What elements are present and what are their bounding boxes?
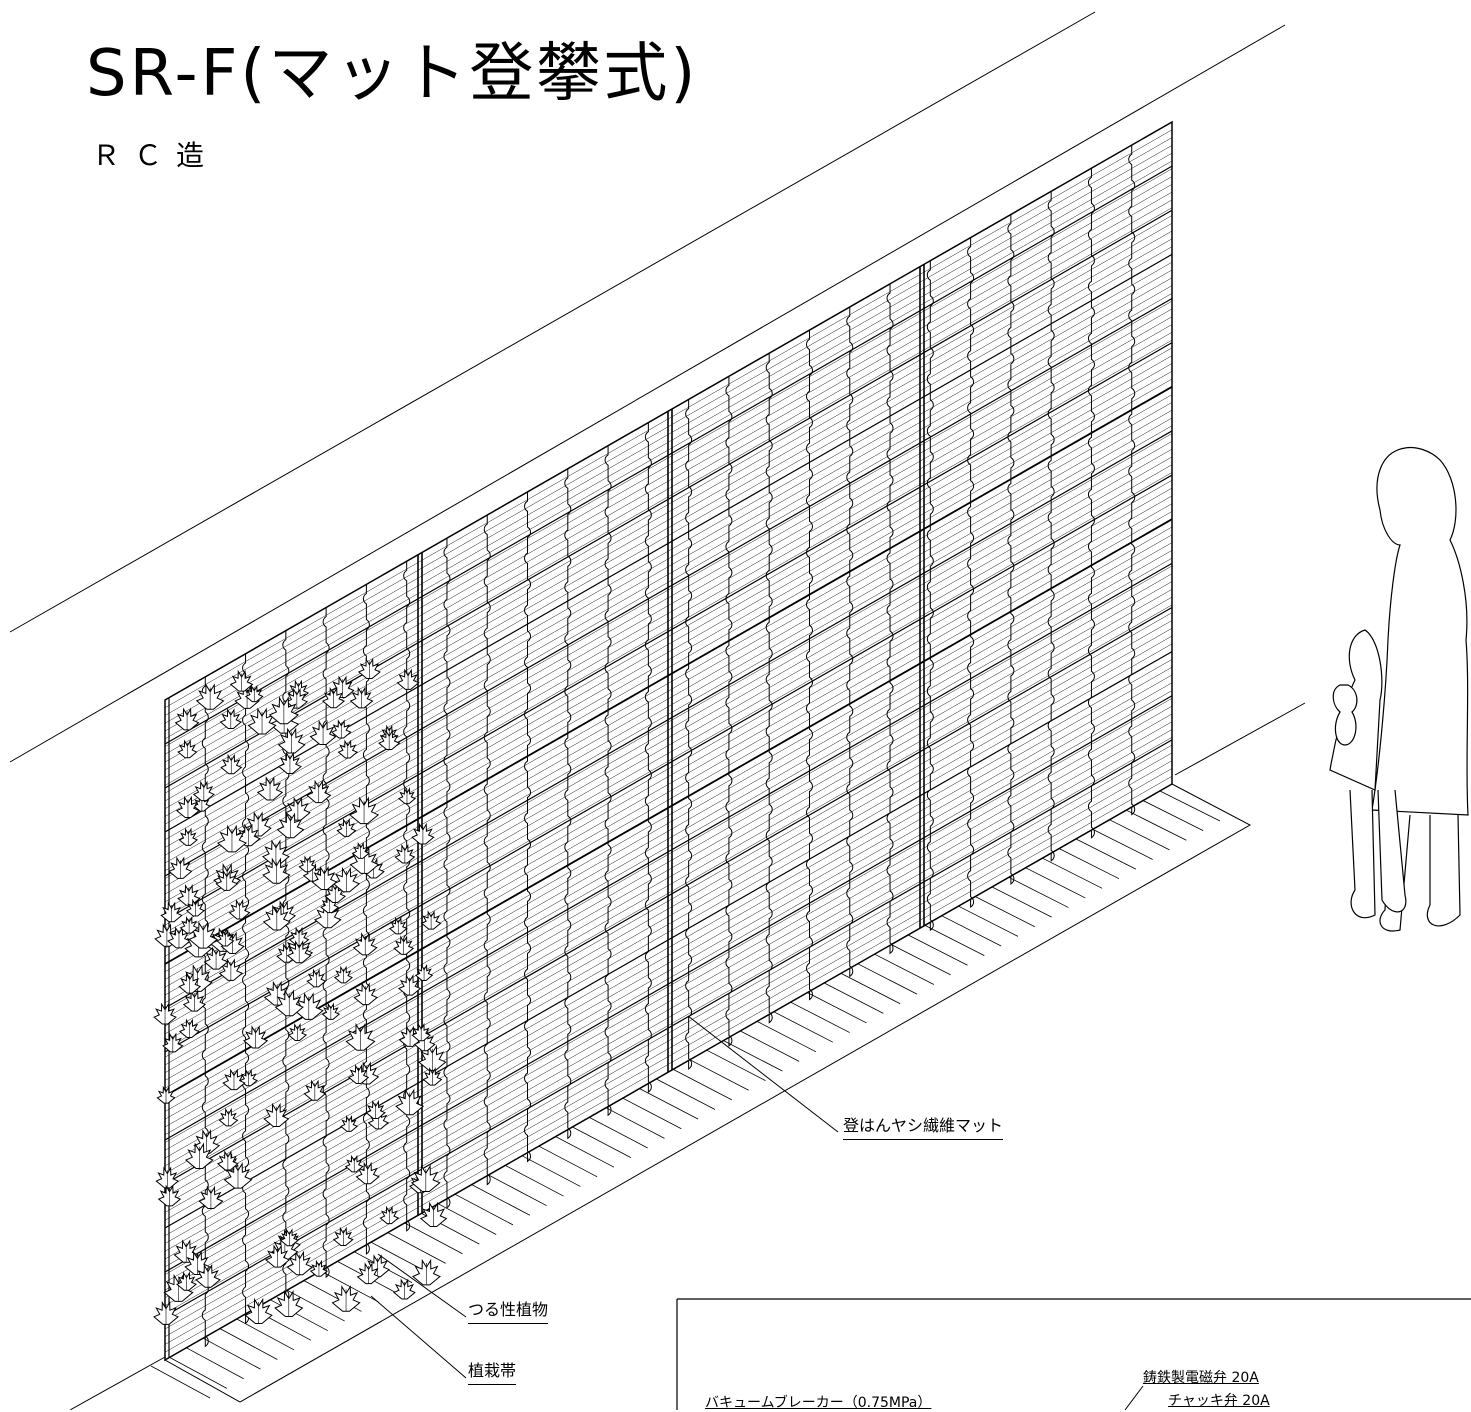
- leader-lines: [370, 1015, 839, 1379]
- breaker-label: バキュームブレーカー（0.75MPa）: [705, 1395, 932, 1411]
- people-figures: [1329, 446, 1469, 932]
- vine-callout: つる性植物: [468, 1296, 549, 1324]
- valve1-label: 鋳鉄製電磁弁 20A: [1143, 1370, 1259, 1386]
- mat-callout: 登はんヤシ繊維マット: [843, 1112, 1004, 1140]
- structure-type: ＲＣ造: [92, 139, 219, 172]
- page-title: SR-F(マット登攀式): [86, 37, 699, 111]
- coir-mat-panels: [164, 120, 1173, 1362]
- inset-frame: [676, 1298, 1471, 1410]
- building-outline: [9, 11, 1306, 1410]
- planting-callout: 植栽帯: [468, 1357, 517, 1385]
- valve2-label: チャッキ弁 20A: [1168, 1393, 1270, 1409]
- climbing-plants: [153, 657, 448, 1325]
